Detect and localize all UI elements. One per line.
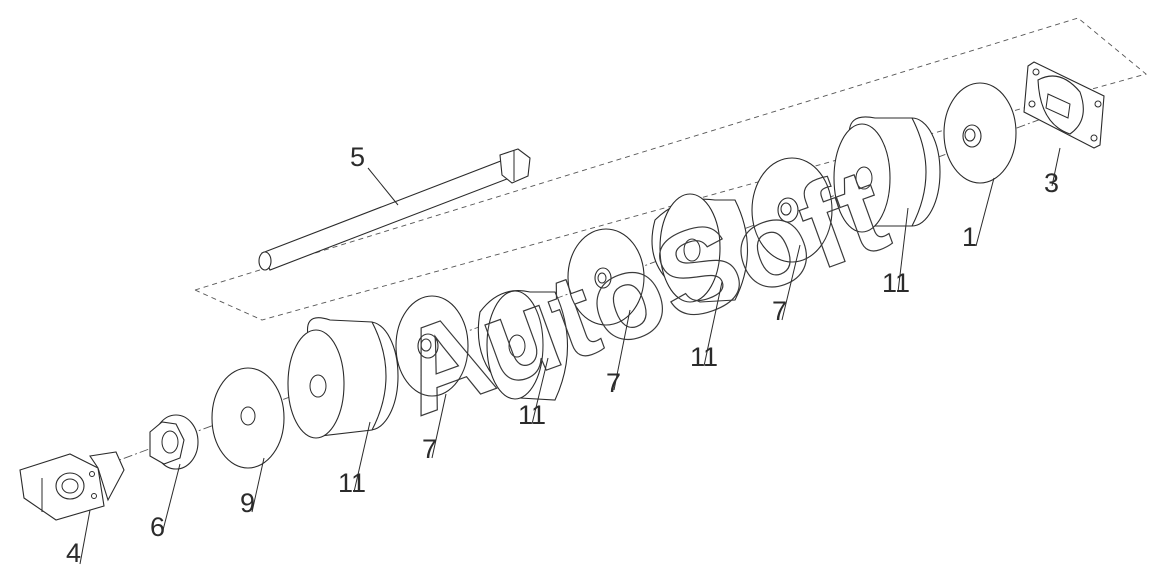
nut-part-6 (149, 414, 199, 470)
cushion-part-11-b (477, 290, 568, 401)
dashed-frame (193, 17, 1147, 321)
leader-lines (79, 147, 1061, 565)
bracket-part-3 (1023, 61, 1105, 149)
callout-5: 5 (350, 142, 365, 172)
spacer-part-7-a (395, 295, 469, 397)
washer-part-9 (211, 367, 285, 469)
callout-11-d: 11 (882, 268, 910, 298)
bolt-part-5 (258, 148, 531, 271)
cushion-part-11-a (287, 317, 399, 439)
spacer-part-7-c (751, 157, 833, 263)
cushion-part-11-d (833, 116, 941, 233)
callout-7-c: 7 (772, 296, 787, 326)
callout-4: 4 (66, 538, 81, 567)
callout-7-b: 7 (606, 368, 621, 398)
callout-11-c: 11 (690, 342, 718, 372)
callouts: 5 3 1 11 7 11 7 11 7 11 9 6 4 (66, 142, 1059, 568)
callout-3: 3 (1044, 168, 1059, 198)
clevis-part-4 (19, 451, 125, 521)
callout-6: 6 (150, 512, 165, 542)
callout-7-a: 7 (422, 434, 437, 464)
cushion-part-11-c (651, 193, 748, 303)
callout-11-b: 11 (518, 400, 546, 430)
callout-11-a: 11 (338, 468, 366, 498)
callout-9: 9 (240, 488, 255, 518)
callout-1: 1 (962, 222, 977, 252)
spacer-part-7-b (567, 228, 645, 326)
washer-part-1 (943, 82, 1017, 184)
